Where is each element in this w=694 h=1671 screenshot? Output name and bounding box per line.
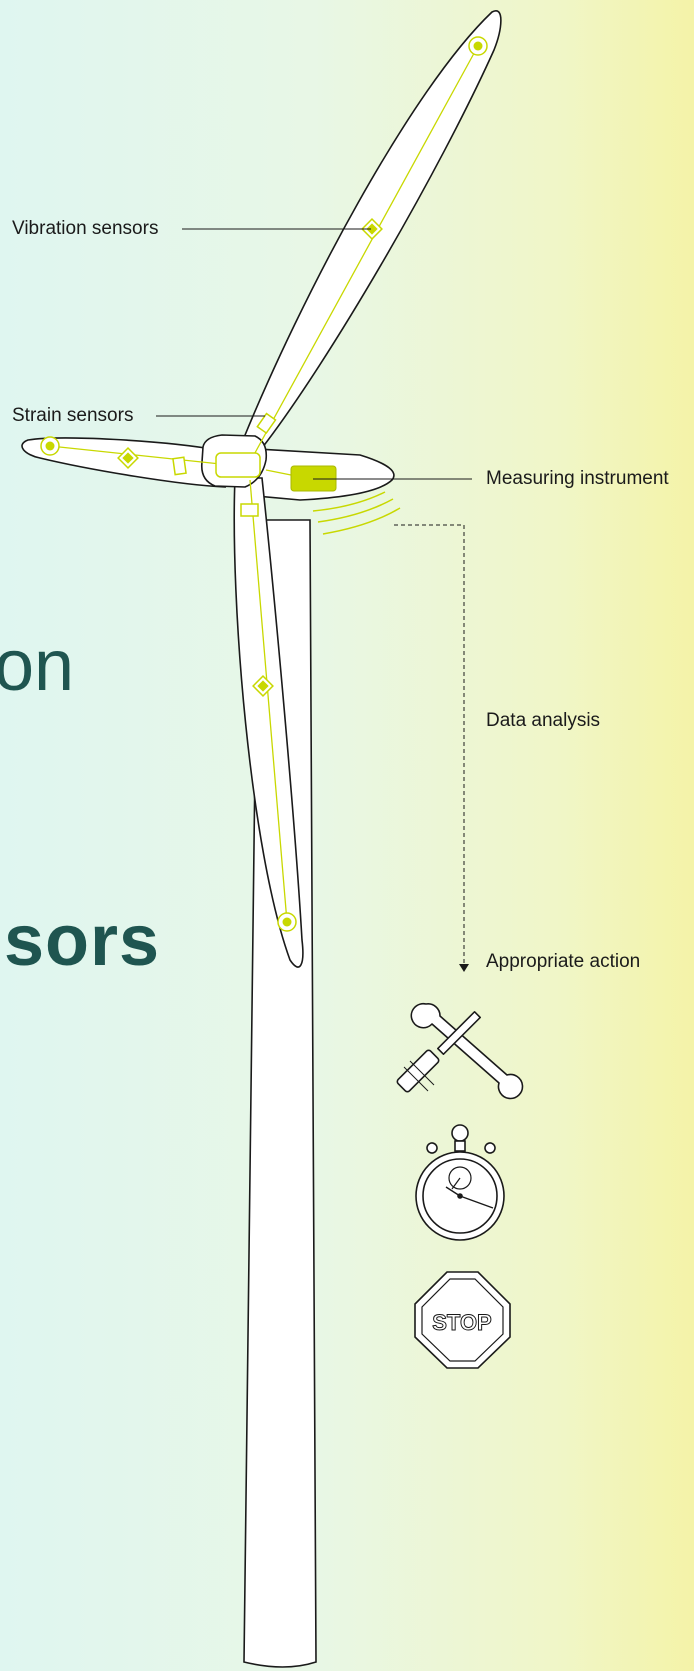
data-flow-arrow bbox=[459, 964, 469, 972]
strain-sensors bbox=[172, 412, 277, 517]
lower-blade bbox=[233, 477, 304, 968]
vibration-sensors bbox=[117, 218, 383, 697]
strain-sensors-label: Strain sensors bbox=[12, 405, 134, 426]
heading-line-1: on bbox=[0, 626, 75, 706]
heading-line-2: sors bbox=[4, 901, 161, 981]
wrench-screwdriver-icon bbox=[396, 1002, 524, 1100]
measuring-instrument-label: Measuring instrument bbox=[486, 468, 669, 489]
stopwatch-icon bbox=[415, 1124, 505, 1241]
hub-controller bbox=[215, 452, 261, 478]
signal-arcs bbox=[312, 491, 401, 535]
data-flow-line bbox=[394, 524, 465, 965]
vibration-sensors-label: Vibration sensors bbox=[12, 218, 159, 239]
stop-sign-icon: STOP bbox=[414, 1271, 511, 1369]
appropriate-action-label: Appropriate action bbox=[486, 951, 641, 972]
data-analysis-label: Data analysis bbox=[486, 710, 601, 731]
stop-sign-text: STOP bbox=[432, 1310, 492, 1335]
end-sensors bbox=[40, 36, 488, 932]
